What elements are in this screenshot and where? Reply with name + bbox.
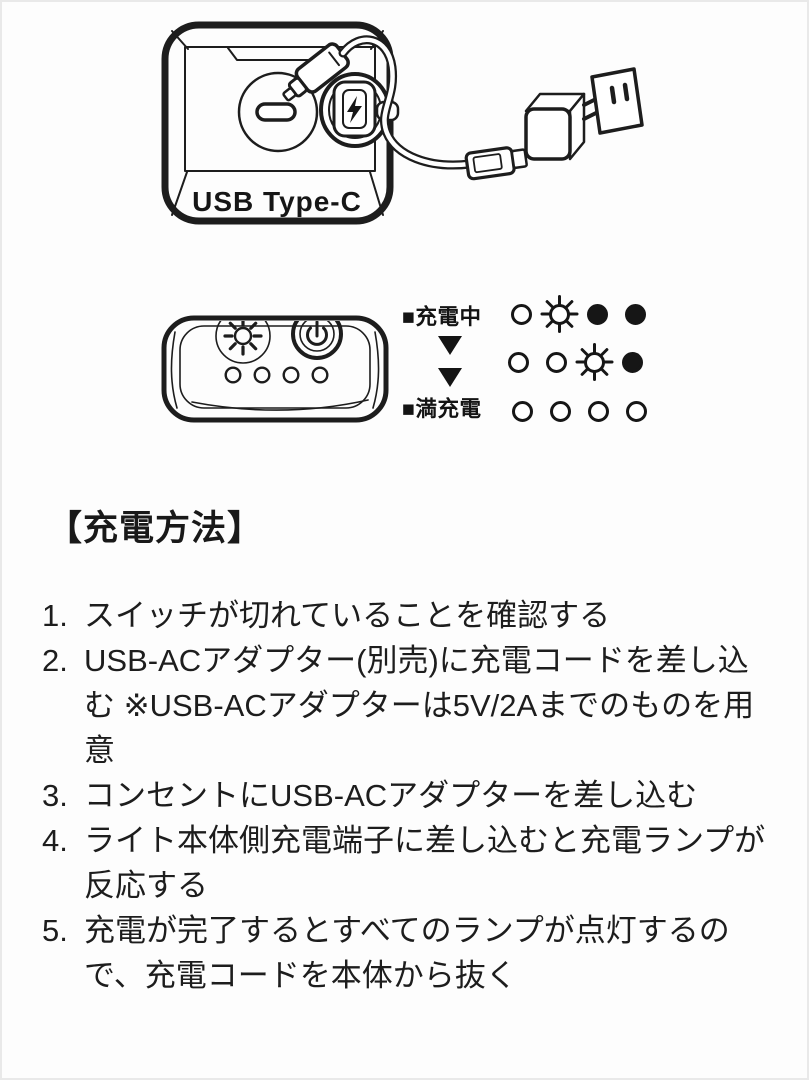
section-heading: 【充電方法】 — [47, 509, 264, 548]
usb-connector-icon — [282, 42, 350, 102]
lamp-lit-icon — [624, 399, 648, 423]
lamp-lit-icon — [544, 350, 568, 374]
lamp-state-row-charging-2 — [506, 343, 644, 381]
step-text: 充電が完了するとすべてのランプが点灯するので、充電コードを本体から抜く — [84, 913, 730, 993]
ac-adapter-icon — [524, 92, 598, 161]
step-number: 4. — [42, 823, 68, 858]
step-text: スイッチが切れていることを確認する — [84, 598, 611, 633]
lamp-blink-icon — [575, 343, 613, 381]
wall-outlet-icon — [590, 67, 644, 135]
lamp-state-row-full — [510, 399, 648, 423]
lamp-state-row-charging-1 — [509, 295, 647, 333]
lamp-off-icon — [620, 350, 644, 374]
power-button-icon — [291, 321, 343, 360]
lamp-blink-icon — [540, 295, 578, 333]
charge-state-chart: ■充電中 ■満充電 — [398, 295, 673, 441]
usb-type-c-label: USB Type-C — [192, 186, 362, 217]
step-number: 5. — [42, 913, 68, 948]
instruction-step: 3. コンセントにUSB-ACアダプターを差し込む — [42, 773, 779, 818]
lamp-off-icon — [623, 302, 647, 326]
step-text: コンセントにUSB-ACアダプターを差し込む — [84, 778, 698, 813]
charge-port-icon — [319, 72, 400, 148]
step-number: 1. — [42, 598, 68, 633]
step-number: 3. — [42, 778, 68, 813]
lamp-panel-figure — [158, 298, 393, 438]
charging-instructions-section: 【充電方法】 1. スイッチが切れていることを確認する 2. USB-ACアダプ… — [42, 500, 779, 998]
lamp-lit-icon — [548, 399, 572, 423]
lamp-lit-icon — [510, 399, 534, 423]
charging-cable — [338, 35, 475, 170]
step-text: ライト本体側充電端子に差し込むと充電ランプが反応する — [84, 823, 766, 903]
charging-connection-figure: USB Type-C — [140, 15, 685, 245]
charging-connection-illustration: USB Type-C — [161, 21, 644, 225]
lamp-panel-illustration — [161, 315, 389, 423]
instruction-step: 5. 充電が完了するとすべてのランプが点灯するので、充電コードを本体から抜く — [42, 908, 779, 998]
usb-type-c-port-icon — [237, 71, 319, 153]
indicator-lamps — [224, 366, 329, 384]
lamp-lit-icon — [586, 399, 610, 423]
lamp-lit-icon — [509, 302, 533, 326]
lamp-lit-icon — [506, 350, 530, 374]
usb-a-plug-icon — [464, 146, 528, 181]
down-arrow-icon — [438, 368, 462, 387]
charging-state-label: ■充電中 — [402, 305, 482, 329]
instruction-steps-list: 1. スイッチが切れていることを確認する 2. USB-ACアダプター(別売)に… — [42, 593, 779, 998]
lightning-bolt-icon — [347, 96, 362, 123]
lamp-off-icon — [585, 302, 609, 326]
instruction-step: 1. スイッチが切れていることを確認する — [42, 593, 779, 638]
brightness-button-icon — [215, 321, 271, 364]
step-number: 2. — [42, 643, 68, 678]
instruction-step: 4. ライト本体側充電端子に差し込むと充電ランプが反応する — [42, 818, 779, 908]
full-charge-state-label: ■満充電 — [402, 397, 482, 421]
down-arrow-icon — [438, 336, 462, 355]
step-text: USB-ACアダプター(別売)に充電コードを差し込む ※USB-ACアダプターは… — [84, 643, 755, 768]
instruction-step: 2. USB-ACアダプター(別売)に充電コードを差し込む ※USB-ACアダプ… — [42, 638, 779, 773]
